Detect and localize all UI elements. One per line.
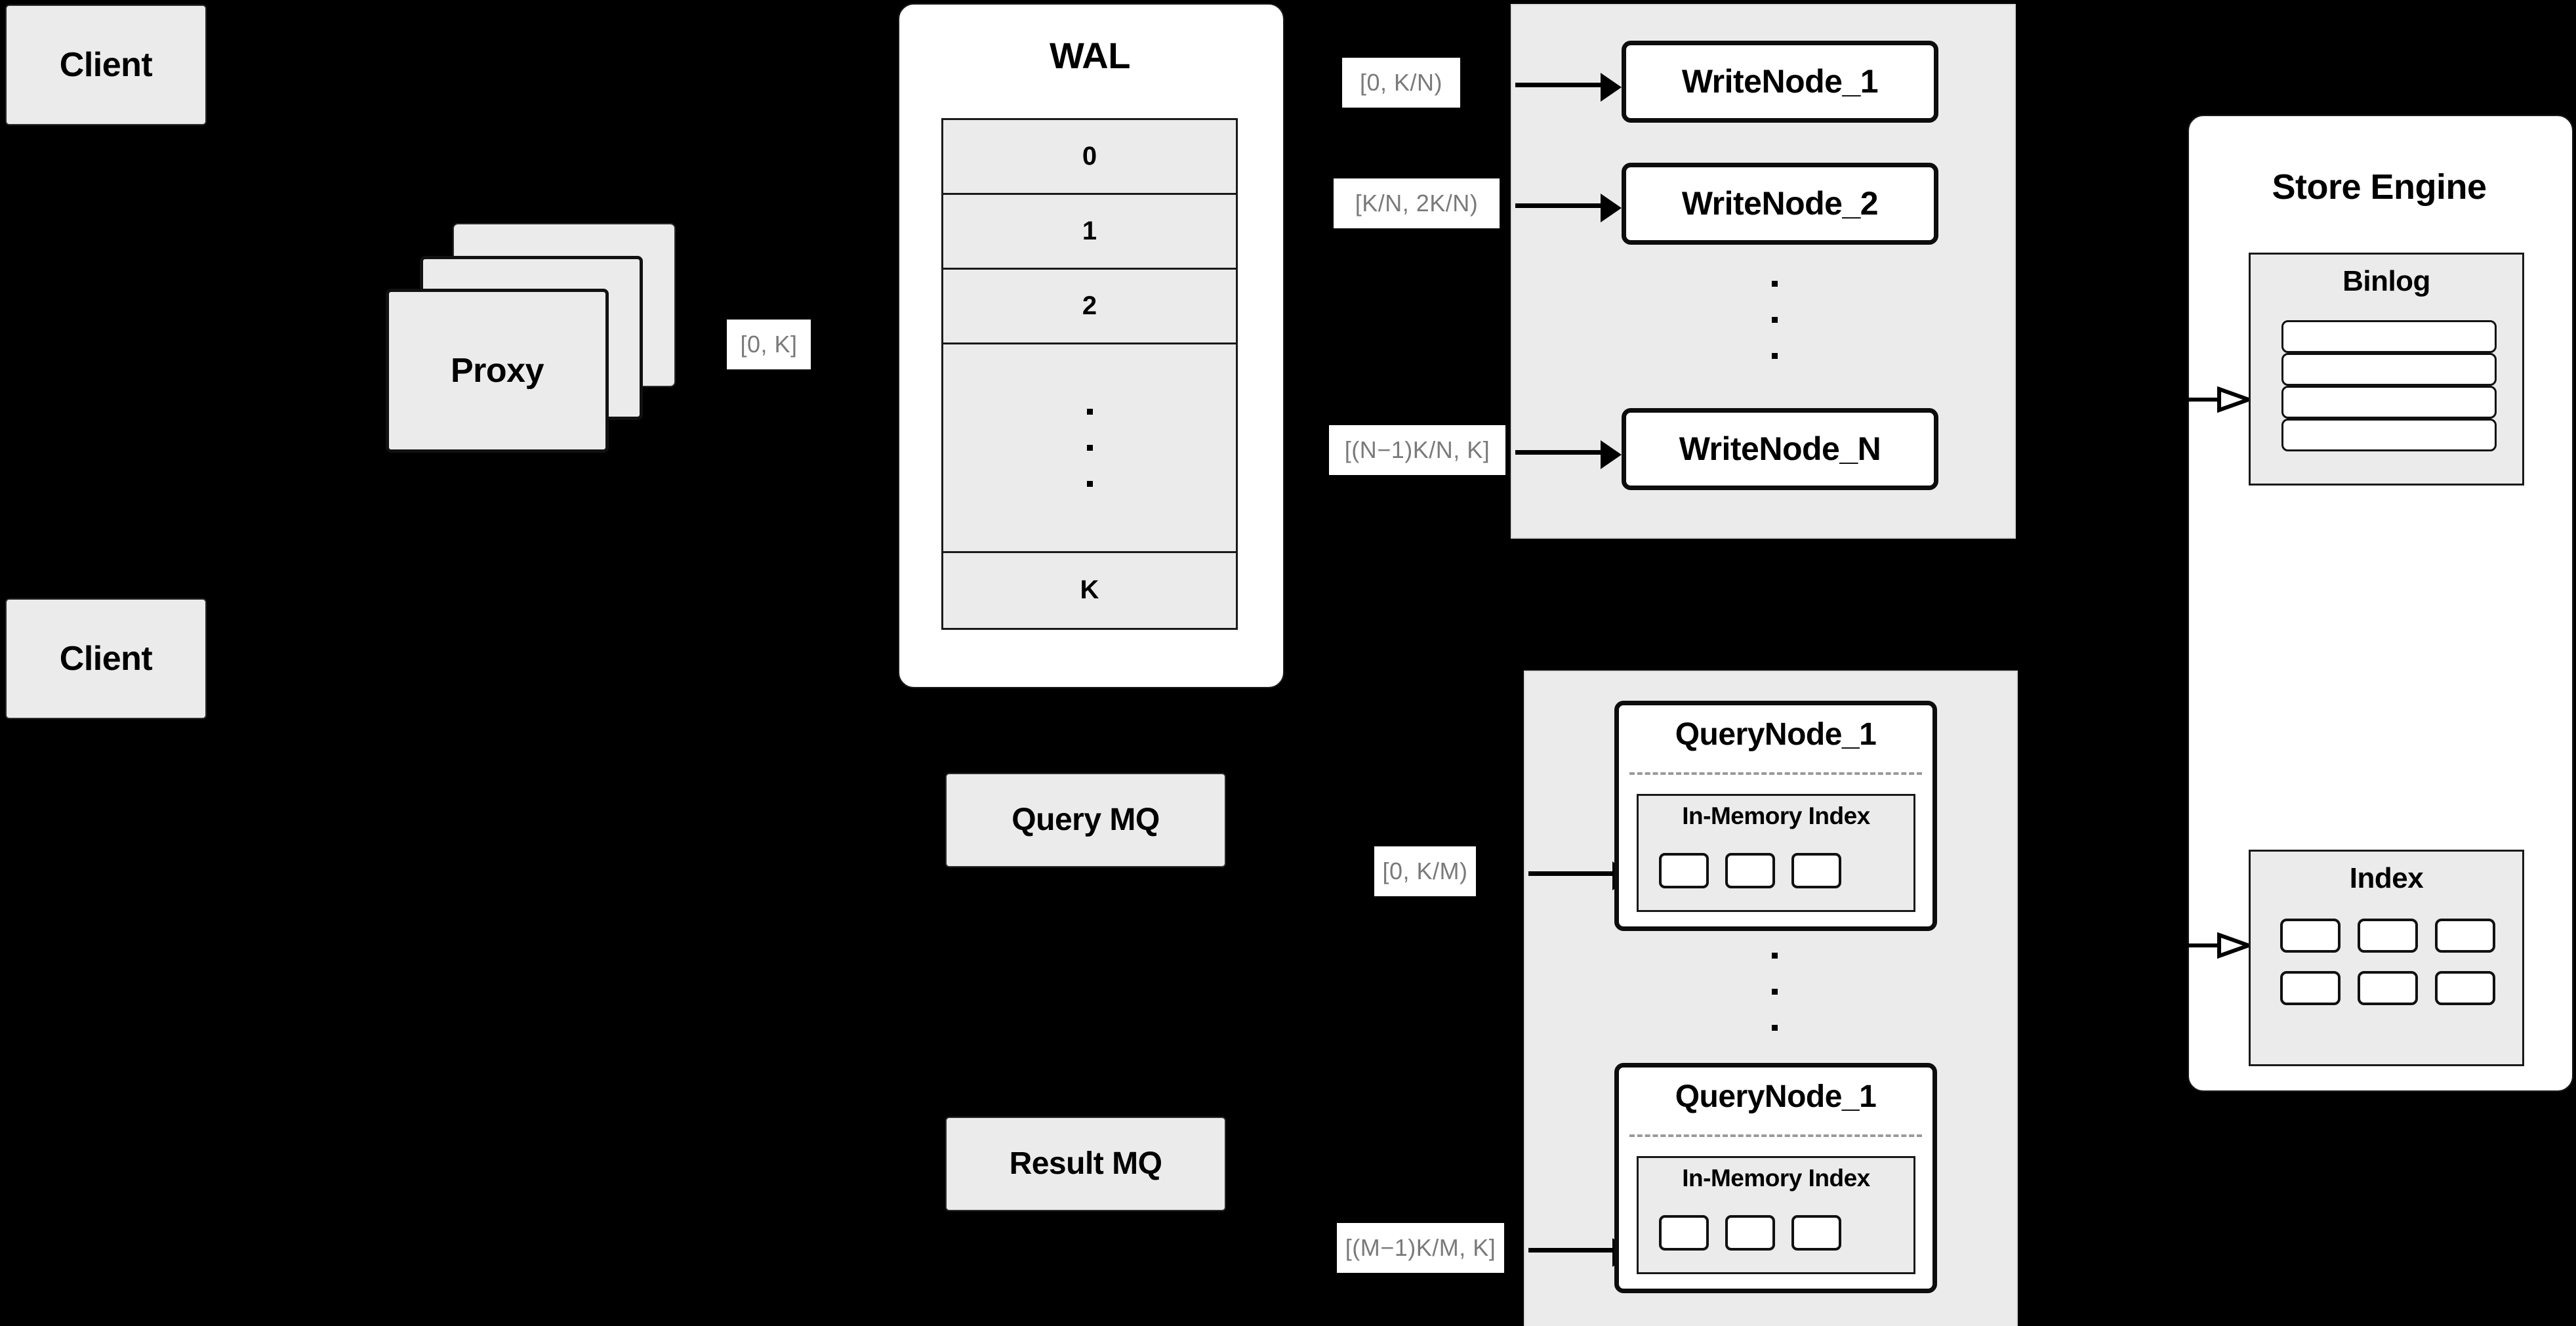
proxy-card-front[interactable]: Proxy [386,289,609,453]
proxy-range-label: [0, K] [727,320,811,369]
wal-title: WAL [1050,34,1130,76]
wal-vertical-ellipsis [1086,409,1093,487]
client-box-1[interactable]: Client [5,5,207,125]
wal-table: 0 1 2 K [941,118,1238,630]
write-cluster-ellipsis [1772,281,1778,359]
query-node-m-range-label: [(M−1)K/M, K] [1337,1223,1504,1273]
query-node-m-imi-cell-1 [1659,1215,1709,1251]
query-cluster-ellipsis [1772,953,1778,1031]
result-mq-box[interactable]: Result MQ [945,1117,1226,1211]
client-label-1: Client [59,45,153,84]
arrow-hollow-index-icon [2188,932,2255,959]
query-node-1-title-wrap: QueryNode_1 [1614,714,1937,756]
query-node-1-range-label: [0, K/M) [1374,846,1476,896]
store-engine-title: Store Engine [2272,167,2487,207]
wal-row-ellipsis [943,344,1236,553]
query-node-m-title-wrap: QueryNode_1 [1614,1076,1937,1118]
query-node-1-imi-cell-2 [1725,853,1775,888]
index-title: Index [2349,861,2424,894]
query-mq-label: Query MQ [1012,802,1160,837]
binlog-title: Binlog [2342,264,2430,297]
query-node-m-imi-cell-3 [1791,1215,1841,1251]
arrow-to-write-node-1 [1515,73,1622,102]
query-node-m-divider [1629,1134,1922,1137]
wal-row-1: 1 [943,195,1236,270]
binlog-row-1 [2281,320,2497,353]
arrow-to-query-node-1 [1528,861,1633,890]
write-node-2-range-label: [K/N, 2K/N) [1334,178,1500,228]
write-node-n-label: WriteNode_N [1679,430,1881,468]
binlog-title-wrap: Binlog [2249,262,2524,300]
write-node-n[interactable]: WriteNode_N [1622,408,1938,490]
query-node-m-label: QueryNode_1 [1675,1079,1877,1114]
client-box-2[interactable]: Client [5,598,207,719]
write-node-n-range-label: [(N−1)K/N, K] [1329,425,1505,475]
arrow-to-write-node-2 [1515,194,1622,222]
binlog-row-4 [2281,419,2497,451]
binlog-row-3 [2281,386,2497,419]
query-node-m-imi-cell-2 [1725,1215,1775,1251]
write-node-1[interactable]: WriteNode_1 [1622,41,1938,123]
index-title-wrap: Index [2249,860,2524,898]
index-cell-1 [2280,919,2341,953]
result-mq-label: Result MQ [1009,1146,1162,1181]
query-mq-box[interactable]: Query MQ [945,773,1226,867]
arrow-to-index [2188,932,2255,959]
store-engine-title-wrap: Store Engine [2188,164,2571,210]
index-cell-6 [2435,971,2495,1005]
query-node-1-divider [1629,772,1922,775]
arrow-to-write-node-n [1515,440,1622,469]
wal-row-k: K [1080,575,1099,605]
write-node-2[interactable]: WriteNode_2 [1622,163,1938,245]
index-cell-5 [2358,971,2418,1005]
query-node-m-imi-title-wrap: In-Memory Index [1637,1161,1915,1195]
query-node-1-imi-cell-1 [1659,853,1709,888]
write-node-2-label: WriteNode_2 [1681,185,1879,222]
wal-row-0: 0 [943,120,1236,196]
proxy-label: Proxy [450,351,544,390]
query-node-1-imi-title-wrap: In-Memory Index [1637,799,1915,833]
write-node-1-range-label: [0, K/N) [1342,58,1460,108]
binlog-row-2 [2281,353,2497,386]
query-node-1-imi-cell-3 [1791,853,1841,888]
index-box [2249,850,2524,1066]
index-cell-4 [2280,971,2341,1005]
client-label-2: Client [59,639,153,678]
arrow-to-binlog [2188,386,2255,413]
index-cell-2 [2358,919,2418,953]
query-node-m-imi-title: In-Memory Index [1682,1164,1870,1191]
query-node-1-label: QueryNode_1 [1675,716,1877,752]
arrow-to-query-node-m [1528,1238,1633,1267]
write-node-1-label: WriteNode_1 [1681,63,1879,100]
arrow-hollow-binlog-icon [2188,386,2255,413]
wal-row-2: 2 [943,270,1236,345]
index-cell-3 [2435,919,2495,953]
query-node-1-imi-title: In-Memory Index [1682,802,1870,829]
